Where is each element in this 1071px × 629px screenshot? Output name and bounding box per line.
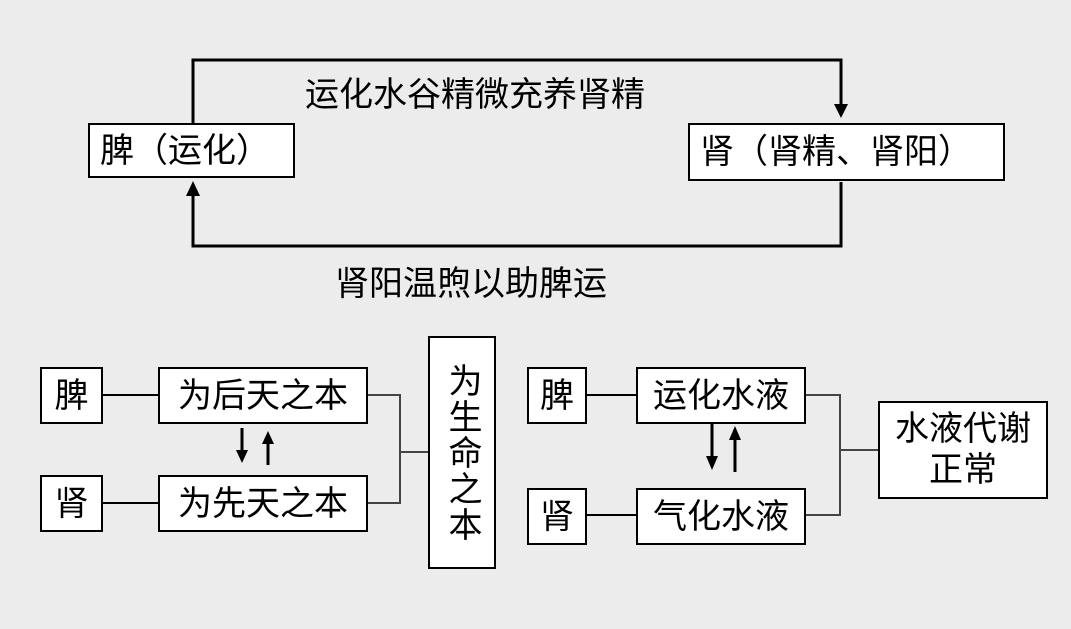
arrowhead-down-icon [834, 104, 848, 118]
right-spleen-box: 脾 [527, 367, 587, 424]
transport-fluid-box: 运化水液 [636, 367, 806, 424]
arrow-kidney-to-spleen [191, 182, 843, 248]
arrowhead-up-icon [729, 426, 741, 440]
bracket-left [368, 394, 401, 504]
fluid-metabolism-line2: 正常 [929, 450, 997, 490]
vaporize-fluid-box: 气化水液 [636, 488, 806, 545]
postnatal-foundation-box: 为后天之本 [158, 367, 368, 424]
arrow-spleen-to-kidney [191, 58, 843, 125]
spleen-transform-box: 脾（运化） [88, 123, 295, 178]
arrowhead-down-icon [706, 456, 718, 470]
life-foundation-box: 为生命之本 [428, 336, 496, 569]
fluid-metabolism-line1: 水液代谢 [895, 409, 1031, 450]
fluid-metabolism-box: 水液代谢 正常 [878, 401, 1048, 499]
bracket-right [806, 394, 841, 516]
kidney-essence-box: 肾（肾精、肾阳） [688, 123, 1005, 181]
arrowhead-up-icon [262, 431, 274, 444]
arrowhead-down-icon [236, 450, 248, 463]
left-spleen-box: 脾 [40, 367, 103, 424]
arrow-label-bottom: 肾阳温煦以助脾运 [335, 264, 607, 304]
left-kidney-box: 肾 [40, 475, 103, 532]
arrowhead-up-icon [186, 181, 200, 196]
prenatal-foundation-box: 为先天之本 [158, 475, 368, 532]
arrow-label-top: 运化水谷精微充养肾精 [305, 75, 645, 115]
right-kidney-box: 肾 [527, 488, 587, 545]
